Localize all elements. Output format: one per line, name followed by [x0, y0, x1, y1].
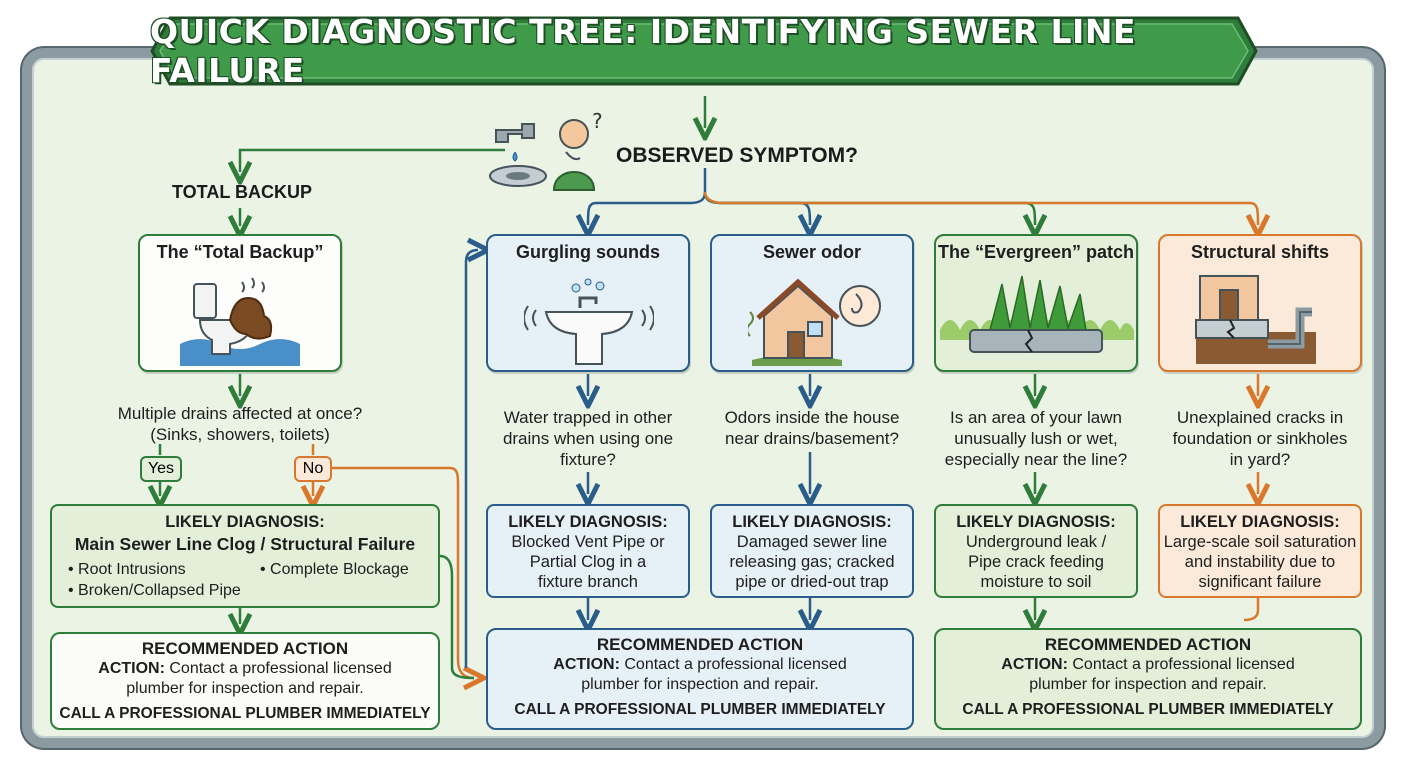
diagnosis-text: Blocked Vent Pipe or Partial Clog in a f… — [511, 533, 665, 591]
page-title: QUICK DIAGNOSTIC TREE: IDENTIFYING SEWER… — [150, 12, 1136, 90]
banner-ribbon-icon — [150, 16, 1258, 86]
action-heading: RECOMMENDED ACTION — [596, 635, 804, 654]
root-question: OBSERVED SYMPTOM? — [616, 144, 858, 167]
answer-no: No — [294, 456, 332, 482]
diagnosis-structural: LIKELY DIAGNOSIS: Large-scale soil satur… — [1158, 504, 1362, 598]
svg-text:?: ? — [592, 109, 603, 133]
diagnosis-heading: LIKELY DIAGNOSIS: — [1180, 513, 1340, 531]
action-label: ACTION: — [98, 660, 165, 677]
diagnosis-heading: LIKELY DIAGNOSIS: — [956, 513, 1116, 531]
question-evergreen: Is an area of your lawn unusually lush o… — [944, 408, 1128, 469]
symptom-title: Gurgling sounds — [516, 242, 660, 262]
action-call: CALL A PROFESSIONAL PLUMBER IMMEDIATELY — [514, 701, 886, 718]
lush-grass-pipe-icon — [940, 275, 1134, 353]
diagnosis-total-backup: LIKELY DIAGNOSIS: Main Sewer Line Clog /… — [50, 504, 440, 608]
symptom-card-total-backup: The “Total Backup” — [138, 234, 342, 372]
question-gurgling: Water trapped in other drains when using… — [502, 408, 674, 469]
action-body-2: plumber for inspection and repair. — [126, 680, 364, 697]
action-box-center: RECOMMENDED ACTION ACTION: Contact a pro… — [486, 628, 914, 730]
action-body-2: plumber for inspection and repair. — [581, 676, 819, 693]
gurgling-sink-icon — [524, 278, 654, 365]
diagnosis-text: Large-scale soil saturation and instabil… — [1163, 533, 1357, 591]
question-structural: Unexplained cracks in foundation or sink… — [1172, 408, 1348, 469]
symptom-title: Sewer odor — [762, 242, 862, 262]
total-backup-label: TOTAL BACKUP — [172, 182, 313, 202]
action-call: CALL A PROFESSIONAL PLUMBER IMMEDIATELY — [59, 705, 431, 722]
diagnosis-subheading: Main Sewer Line Clog / Structural Failur… — [74, 534, 416, 554]
symptom-card-gurgling: Gurgling sounds — [486, 234, 690, 372]
faucet-person-icon: ? — [489, 109, 603, 191]
house-odor-icon — [748, 278, 881, 366]
action-label: ACTION: — [553, 656, 620, 673]
diagnosis-heading: LIKELY DIAGNOSIS: — [165, 513, 325, 531]
symptom-title: The “Evergreen” patch — [937, 242, 1135, 262]
symptom-card-structural: Structural shifts — [1158, 234, 1362, 372]
diagnosis-bullet: • Root Intrusions — [68, 561, 186, 578]
action-box-left: RECOMMENDED ACTION ACTION: Contact a pro… — [50, 632, 440, 730]
symptom-card-sewer-odor: Sewer odor — [710, 234, 914, 372]
symptom-title: The “Total Backup” — [156, 242, 324, 262]
diagnosis-heading: LIKELY DIAGNOSIS: — [732, 513, 892, 531]
action-call: CALL A PROFESSIONAL PLUMBER IMMEDIATELY — [962, 701, 1334, 718]
action-body: Contact a professional licensed — [619, 656, 847, 673]
action-heading: RECOMMENDED ACTION — [1044, 635, 1252, 654]
answer-yes: Yes — [140, 456, 182, 482]
symptom-title: Structural shifts — [1190, 242, 1330, 262]
diagnosis-bullet: • Complete Blockage — [260, 561, 409, 578]
action-body-2: plumber for inspection and repair. — [1029, 676, 1267, 693]
diagnosis-text: Damaged sewer line releasing gas; cracke… — [729, 533, 895, 591]
symptom-card-evergreen: The “Evergreen” patch — [934, 234, 1138, 372]
question-sewer-odor: Odors inside the house near drains/basem… — [724, 408, 900, 448]
overflowing-toilet-icon — [180, 277, 300, 366]
title-banner: QUICK DIAGNOSTIC TREE: IDENTIFYING SEWER… — [150, 12, 1258, 90]
action-heading: RECOMMENDED ACTION — [141, 639, 349, 658]
diagnosis-sewer-odor: LIKELY DIAGNOSIS: Damaged sewer line rel… — [710, 504, 914, 598]
diagnosis-text: Underground leak / Pipe crack feeding mo… — [965, 533, 1107, 591]
action-body: Contact a professional licensed — [1067, 656, 1295, 673]
action-body: Contact a professional licensed — [164, 660, 392, 677]
diagnosis-gurgling: LIKELY DIAGNOSIS: Blocked Vent Pipe or P… — [486, 504, 690, 598]
action-box-right: RECOMMENDED ACTION ACTION: Contact a pro… — [934, 628, 1362, 730]
diagnosis-bullet: • Broken/Collapsed Pipe — [68, 582, 241, 599]
cracked-foundation-icon — [1195, 275, 1316, 364]
diagnosis-evergreen: LIKELY DIAGNOSIS: Underground leak / Pip… — [934, 504, 1138, 598]
question-total-backup: Multiple drains affected at once? (Sinks… — [117, 404, 363, 444]
action-label: ACTION: — [1001, 656, 1068, 673]
diagnosis-heading: LIKELY DIAGNOSIS: — [508, 513, 668, 531]
